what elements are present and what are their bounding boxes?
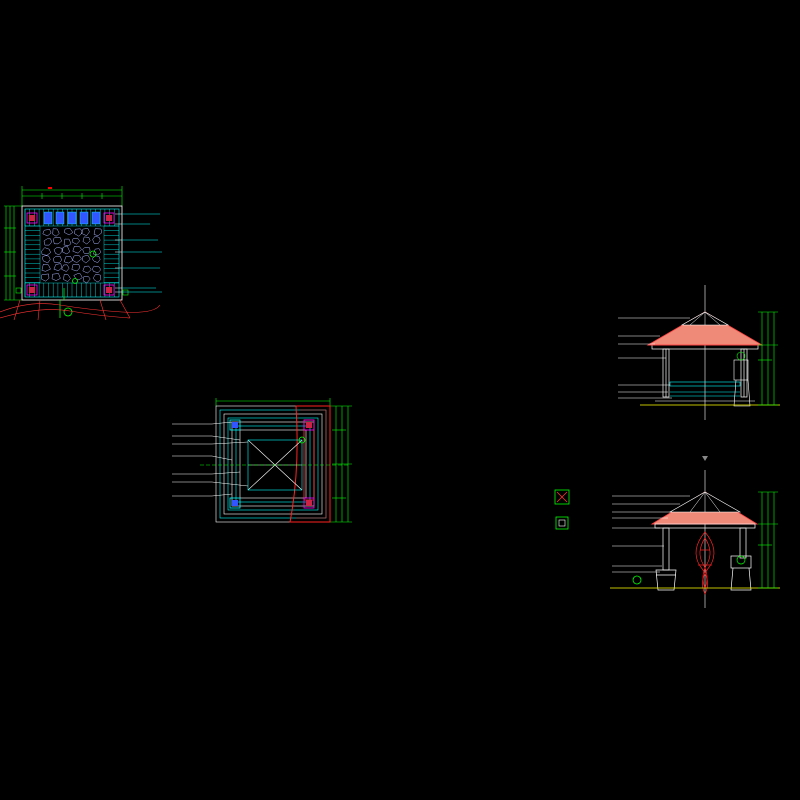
side-eave-beam (654, 523, 756, 529)
side-axis-marker (702, 456, 708, 461)
roof-plan-top-dimension (215, 398, 331, 406)
paving-stone (82, 247, 91, 254)
roof-plan-red-inner (296, 409, 327, 519)
plan-left-dimensions (4, 205, 22, 301)
side-right-planter (730, 527, 752, 591)
paving-plan-view (0, 186, 162, 321)
plan-annotation-leaders (115, 213, 162, 293)
paving-stone (63, 274, 71, 282)
eave-ring (235, 425, 311, 503)
plan-corner-columns (26, 212, 115, 296)
planter-strip (91, 211, 101, 225)
eave-ring (227, 417, 319, 511)
plan-marker-left (15, 287, 22, 294)
side-red-sculpture (695, 531, 715, 595)
paving-stone (53, 263, 62, 271)
side-annotation-leaders (612, 495, 690, 573)
paving-stone (80, 228, 90, 237)
paving-stone (71, 255, 82, 264)
paving-stone (51, 273, 61, 281)
paving-stone (40, 273, 50, 282)
paving-stone (41, 247, 51, 256)
paving-stone (63, 238, 72, 246)
paving-stone (82, 275, 91, 284)
front-elevation-view (618, 285, 780, 420)
side-left-column (655, 527, 677, 591)
leader-line (211, 435, 241, 441)
paving-stone (52, 228, 60, 237)
plan-outer-frame (21, 205, 123, 301)
front-roof-truss (689, 311, 721, 326)
leader-line (211, 455, 233, 461)
roof-plan-annotation-leaders (172, 421, 249, 497)
paving-stone (42, 229, 52, 237)
leader-line (211, 471, 241, 475)
roof-plan-green-marker (298, 436, 306, 444)
side-right-dimensions (758, 491, 778, 589)
paving-stone (73, 273, 83, 281)
paving-stone (52, 237, 62, 245)
paving-stone (92, 235, 101, 244)
paving-stone (71, 237, 81, 245)
roof-plan-red-section (289, 405, 331, 523)
leader-line (211, 441, 249, 445)
side-green-marker (632, 575, 642, 585)
plan-top-dimensions (21, 186, 123, 206)
paving-stone (41, 255, 51, 264)
front-right-dimensions (758, 311, 778, 406)
paving-stone (53, 255, 62, 264)
plan-top-planters (43, 211, 101, 225)
front-bench (669, 381, 741, 397)
paving-stone (92, 273, 102, 283)
detail-symbols (554, 489, 570, 530)
leader-line (211, 493, 233, 497)
paving-stone (72, 246, 82, 254)
front-annotation-leaders (618, 317, 690, 399)
plan-crazy-paving (40, 228, 103, 284)
paving-stone (92, 265, 102, 273)
paving-stone (61, 264, 70, 272)
paving-stone (63, 256, 74, 264)
roof-plan-right-dimensions (330, 405, 352, 523)
planter-strip (79, 211, 89, 225)
side-section-view (610, 456, 780, 608)
leader-line (211, 421, 233, 425)
leader-line (211, 481, 249, 487)
paving-stone (43, 238, 52, 246)
paving-stone (93, 228, 103, 236)
paving-stone (82, 236, 91, 245)
paving-stone (81, 254, 91, 264)
plan-marker-right (122, 289, 129, 296)
front-columns (662, 348, 748, 398)
paving-stone (64, 228, 74, 236)
paving-stone (41, 263, 51, 272)
planter-strip (67, 211, 77, 225)
side-roof-truss (689, 491, 721, 513)
paving-stone (62, 245, 71, 255)
plan-green-accents (59, 250, 97, 318)
plan-top-marker (48, 187, 52, 189)
eave-ring (223, 413, 323, 515)
paving-stone (74, 228, 84, 237)
roof-plan-columns (229, 419, 315, 509)
planter-strip (55, 211, 65, 225)
roof-plan-view (172, 398, 352, 523)
planter-strip (43, 211, 53, 225)
front-planter (733, 351, 751, 407)
paving-stone (91, 255, 101, 263)
eave-ring (239, 429, 307, 499)
paving-stone (53, 247, 63, 256)
plan-ground-lines (0, 299, 161, 321)
paving-stone (71, 264, 81, 272)
paving-stone (82, 265, 92, 274)
